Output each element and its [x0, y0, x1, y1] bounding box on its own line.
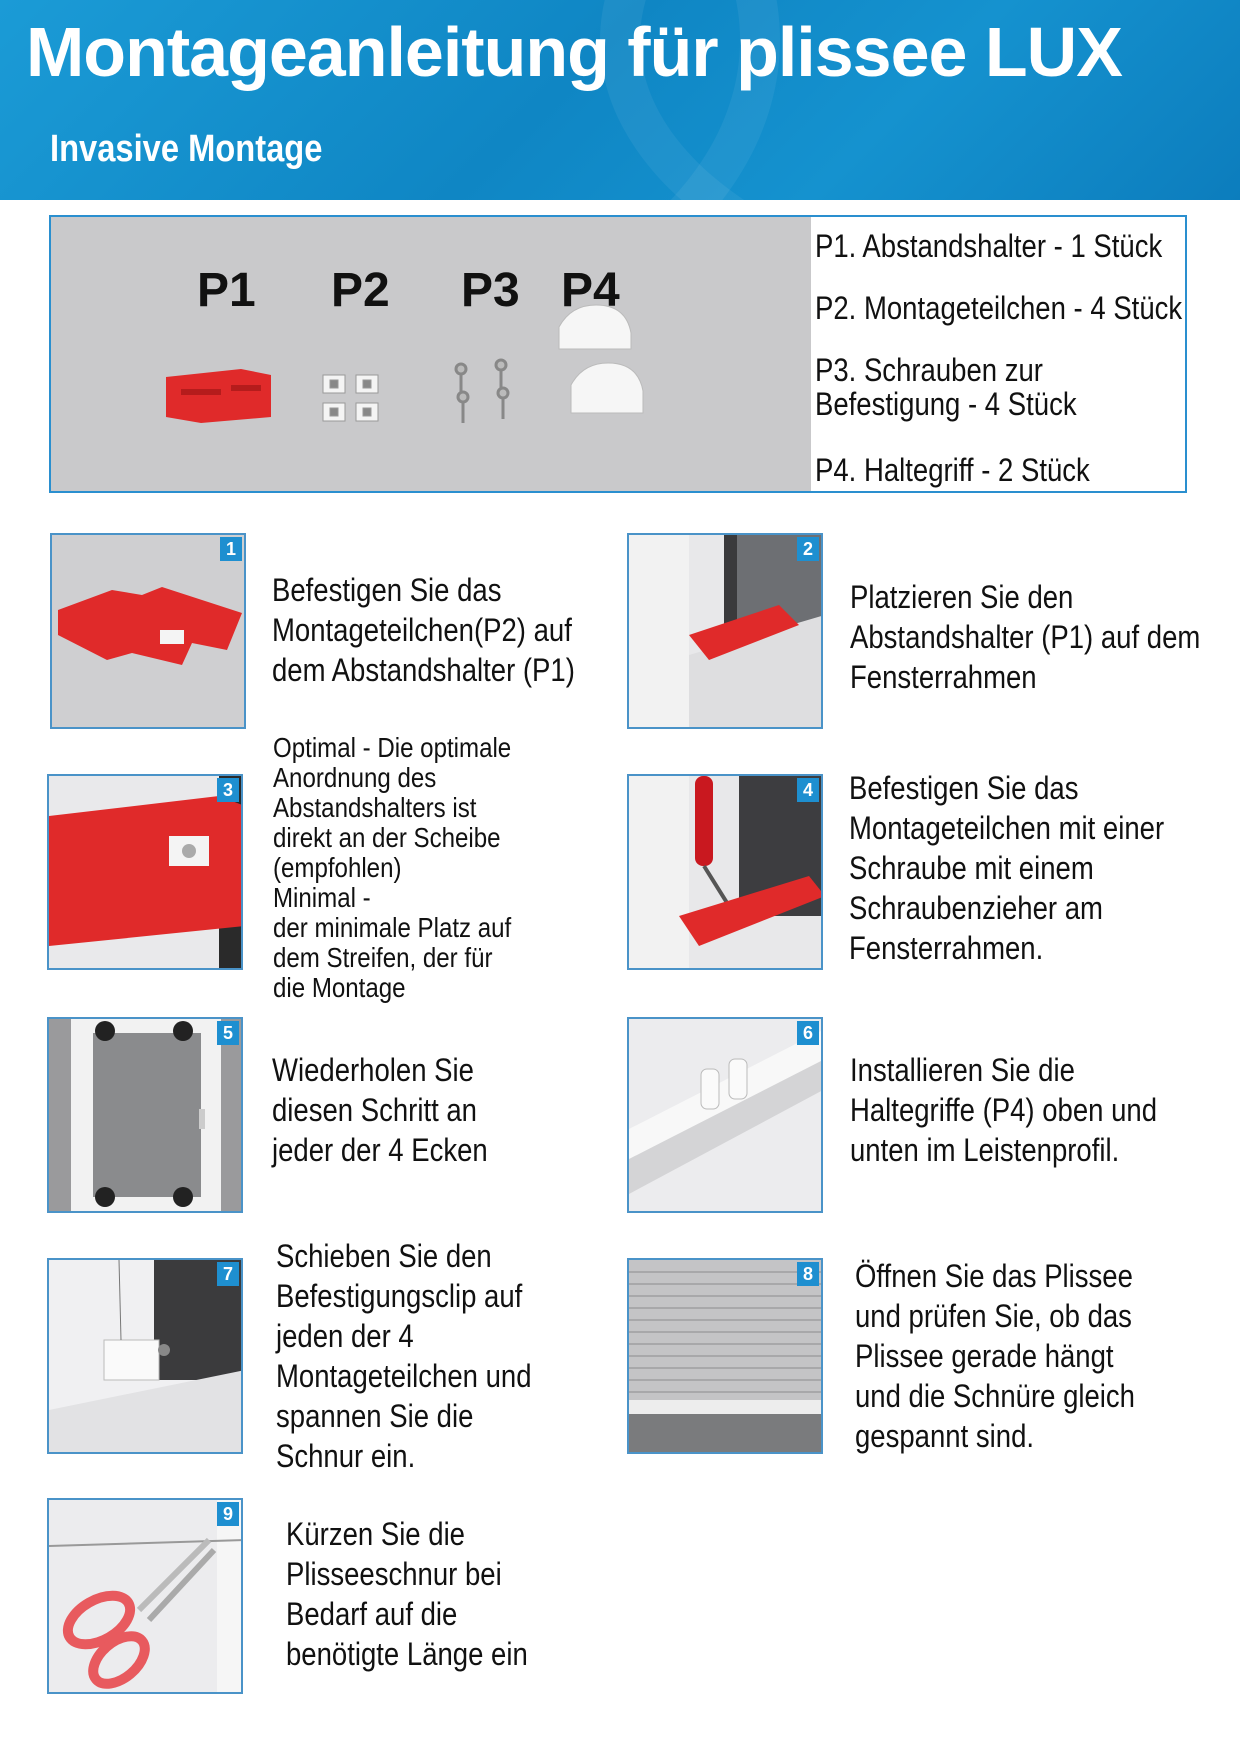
step-9-text: Kürzen Sie die Plisseeschnur bei Bedarf … — [286, 1516, 528, 1672]
screws-p3-graphic — [454, 358, 510, 423]
step-2-text: Platzieren Sie den Abstandshalter (P1) a… — [850, 579, 1201, 695]
step-8-badge: 8 — [797, 1262, 819, 1286]
step-6-text: Installieren Sie die Haltegriffe (P4) ob… — [850, 1052, 1157, 1168]
parts-photo: P1 P2 P3 P4 — [51, 217, 811, 491]
step-8-text: Öffnen Sie das Plissee und prüfen Sie, o… — [855, 1258, 1135, 1454]
legend-p1: P1. Abstandshalter - 1 Stück — [815, 228, 1163, 264]
parts-illustration — [166, 304, 644, 423]
parts-overview: P1 P2 P3 P4 — [49, 215, 1187, 493]
plissee-fabric-graphic — [629, 1260, 821, 1452]
step-4-badge: 4 — [797, 778, 819, 802]
step-7-badge: 7 — [217, 1262, 239, 1286]
step-2-image: 2 — [627, 533, 823, 729]
step-2-badge: 2 — [797, 537, 819, 561]
step-4-image: 4 — [627, 774, 823, 970]
part-label-p4: P4 — [561, 264, 620, 317]
step-3-badge: 3 — [217, 778, 239, 802]
step-6-badge: 6 — [797, 1021, 819, 1045]
step-9-image: 9 — [47, 1498, 243, 1694]
legend-p3-line2: Befestigung - 4 Stück — [815, 386, 1077, 422]
legend-p2: P2. Montageteilchen - 4 Stück — [815, 290, 1183, 326]
step-1-image: 1 — [50, 533, 246, 729]
part-label-p3: P3 — [461, 264, 520, 317]
part-label-p2: P2 — [331, 264, 390, 317]
header-banner: Montageanleitung für plissee LUX Invasiv… — [0, 0, 1240, 200]
step-7-image: 7 — [47, 1258, 243, 1454]
step-8-image: 8 — [627, 1258, 823, 1454]
step-9-badge: 9 — [217, 1502, 239, 1526]
step-5-image: 5 — [47, 1017, 243, 1213]
step-1-badge: 1 — [220, 537, 242, 561]
step-1-text: Befestigen Sie das Montageteilchen(P2) a… — [272, 572, 575, 688]
part-label-p1: P1 — [197, 264, 256, 317]
step-5-badge: 5 — [217, 1021, 239, 1045]
mounting-parts-p2-graphic — [322, 374, 379, 422]
step-3-image: 3 — [47, 774, 243, 970]
step-7-text: Schieben Sie den Befestigungsclip auf je… — [276, 1238, 532, 1474]
step-4-text: Befestigen Sie das Montageteilchen mit e… — [849, 770, 1165, 966]
step-6-image: 6 — [627, 1017, 823, 1213]
handles-p4-graphic — [558, 304, 644, 414]
step-5-text: Wiederholen Sie diesen Schritt an jeder … — [272, 1052, 488, 1168]
step-3-text: Optimal - Die optimale Anordnung des Abs… — [273, 732, 512, 1003]
page-subtitle: Invasive Montage — [50, 128, 323, 170]
page-title: Montageanleitung für plissee LUX — [26, 13, 1123, 91]
scissors-icon — [49, 1500, 241, 1692]
legend-p3-line1: P3. Schrauben zur — [815, 352, 1043, 388]
legend-p4: P4. Haltegriff - 2 Stück — [815, 452, 1090, 488]
spacer-p1-graphic — [166, 369, 271, 423]
